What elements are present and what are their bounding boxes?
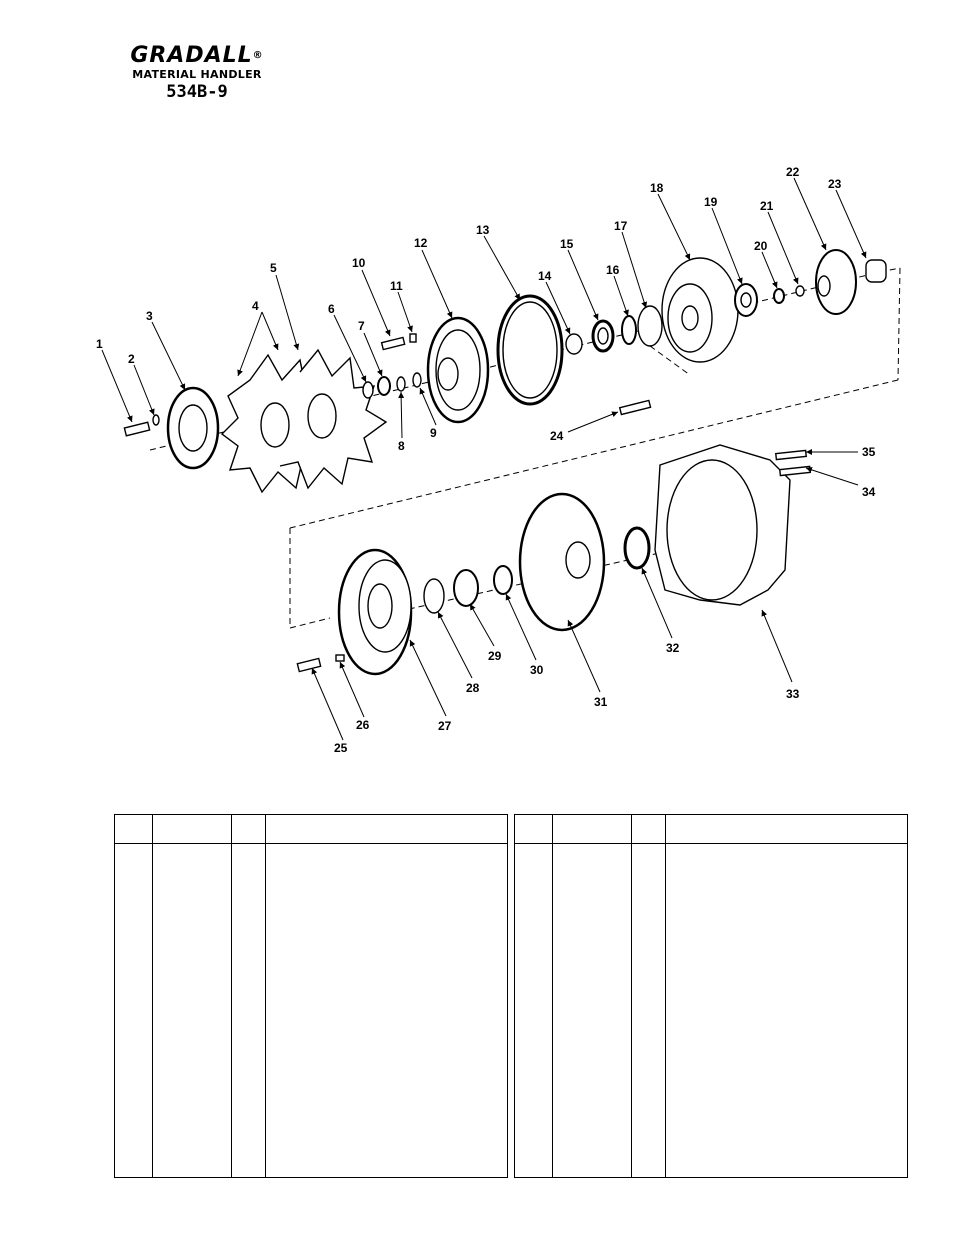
callout-4: 4: [252, 299, 259, 313]
callout-10: 10: [352, 256, 366, 270]
brand-logo: GRADALL®: [112, 44, 282, 68]
parts-table-left: [114, 814, 508, 1178]
callout-1: 1: [96, 337, 103, 351]
callout-22: 22: [786, 165, 800, 179]
callout-33: 33: [786, 687, 800, 701]
callout-16: 16: [606, 263, 620, 277]
callout-labels: 1 2 3 4 5 6 7 8 9 10 11 12 13 14 15 16 1…: [96, 165, 876, 755]
callout-8: 8: [398, 439, 405, 453]
column-divider: [152, 815, 153, 1177]
callout-19: 19: [704, 195, 718, 209]
callout-34: 34: [862, 485, 876, 499]
callout-30: 30: [530, 663, 544, 677]
callout-25: 25: [334, 741, 348, 755]
brand-name: GRADALL: [130, 43, 253, 68]
brand-block: GRADALL® MATERIAL HANDLER 534B-9: [112, 44, 282, 103]
callout-28: 28: [466, 681, 480, 695]
leader-lines: [101, 177, 867, 741]
callout-5: 5: [270, 261, 277, 275]
callout-21: 21: [760, 199, 774, 213]
callout-24: 24: [550, 429, 564, 443]
callout-2: 2: [128, 352, 135, 366]
column-divider: [665, 815, 666, 1177]
callout-6: 6: [328, 302, 335, 316]
registered-mark: ®: [252, 50, 264, 61]
callout-35: 35: [862, 445, 876, 459]
parts-table-header: [115, 815, 507, 844]
column-divider: [231, 815, 232, 1177]
column-divider: [552, 815, 553, 1177]
callout-23: 23: [828, 177, 842, 191]
callout-17: 17: [614, 219, 628, 233]
callout-14: 14: [538, 269, 552, 283]
callout-7: 7: [358, 319, 365, 333]
callout-31: 31: [594, 695, 608, 709]
callout-15: 15: [560, 237, 574, 251]
product-name: MATERIAL HANDLER: [132, 68, 262, 81]
callout-20: 20: [754, 239, 768, 253]
callout-3: 3: [146, 309, 153, 323]
exploded-parts-diagram: 1 2 3 4 5 6 7 8 9 10 11 12 13 14 15 16 1…: [0, 150, 954, 770]
model-number: 534B-9: [166, 82, 228, 102]
callout-12: 12: [414, 236, 428, 250]
upper-assembly: [123, 249, 887, 494]
callout-9: 9: [430, 426, 437, 440]
lower-assembly: [296, 444, 812, 676]
diagram-svg: 1 2 3 4 5 6 7 8 9 10 11 12 13 14 15 16 1…: [96, 165, 901, 755]
callout-27: 27: [438, 719, 452, 733]
callout-26: 26: [356, 718, 370, 732]
column-divider: [631, 815, 632, 1177]
callout-32: 32: [666, 641, 680, 655]
column-divider: [265, 815, 266, 1177]
callout-11: 11: [390, 279, 403, 293]
parts-table-right: [514, 814, 908, 1178]
callout-29: 29: [488, 649, 502, 663]
parts-table-header: [515, 815, 907, 844]
callout-13: 13: [476, 223, 490, 237]
callout-18: 18: [650, 181, 664, 195]
